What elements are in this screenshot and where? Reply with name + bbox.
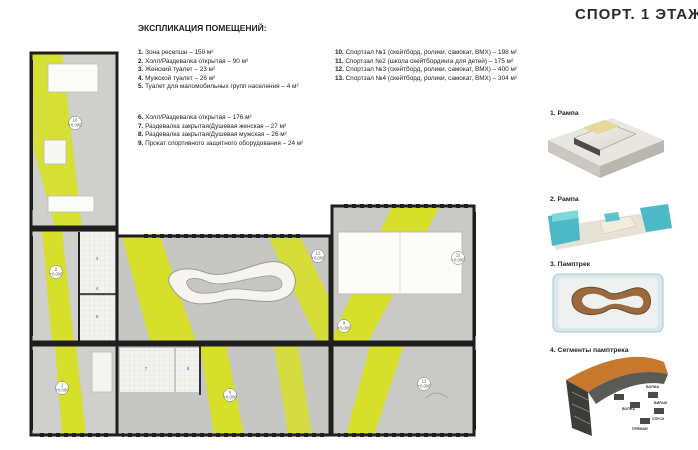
illustration-pumptrack [552, 273, 664, 333]
room-wing-southwest [29, 343, 119, 437]
room-tag-number: 5 [96, 314, 99, 319]
room-tag-number: 12 [316, 251, 321, 256]
legend-item: 1. Зона ресепшн – 150 м² [138, 49, 214, 56]
room-tags: 10 +0.000 12 +0.000 11 +0.000 13 +0.000 … [49, 116, 466, 402]
room-tag-level: +0.000 [452, 258, 466, 263]
room-tag-level: +0.000 [338, 326, 352, 331]
room-tag-number: 11 [456, 253, 461, 258]
legend-item: 7. Раздевалка закрытая/Душевая женская –… [138, 122, 287, 130]
legend-column-1b: 6. Холл/Раздевалка открытая – 176 м² 7. … [138, 114, 303, 148]
room-tag-number: 8 [187, 366, 190, 371]
segment-callout: СПУСК [652, 417, 665, 421]
room-tag-number: 13 [422, 379, 427, 384]
room-wing-south [115, 343, 332, 437]
legend-item: 8. Раздевалка закрытая/Душевая мужская –… [138, 131, 287, 139]
segment-callout: ПРЯМАЯ [632, 427, 648, 431]
room-hall-11 [330, 343, 478, 437]
legend-column-2: 10. Спортзал №1 (скейтборд, ролики, само… [335, 49, 517, 83]
room-tag-number: 9 [343, 321, 346, 326]
room-tag-number: 6 [229, 390, 232, 395]
legend-item: 3. Женский туалет – 23 м² [138, 66, 216, 74]
segment-callout: ВИРАЖ [654, 401, 668, 405]
legend-column-1: 1. Зона ресепшн – 150 м² 2. Холл/Раздева… [138, 49, 299, 92]
room-wing-west [29, 228, 119, 344]
segment-callout: ВОЛНА [622, 407, 635, 411]
room-tag-level: +0.000 [69, 123, 83, 128]
illustration-pumptrack-segments: ВОЛНА ВОЛНА ВИРАЖ СПУСК ПРЯМАЯ [566, 356, 668, 436]
room-tag-level: +0.000 [418, 384, 432, 389]
legend-item: 6. Холл/Раздевалка открытая – 176 м² [138, 114, 252, 121]
illustration-ramp-2 [548, 204, 672, 250]
legend-item: 10. Спортзал №1 (скейтборд, ролики, само… [335, 49, 518, 56]
room-wing-north [29, 51, 119, 229]
legend-item: 13. Спортзал №4 (скейтборд, ролики, само… [335, 74, 518, 82]
sheet-title: СПОРТ. 1 ЭТАЖ [575, 6, 698, 23]
room-tag-number: 7 [145, 366, 148, 371]
illustration-label-ramp-2: 2. Рампа [550, 196, 579, 203]
room-tag-number: 2 [55, 267, 58, 272]
illustration-label-pumptrack: 3. Памптрек [550, 261, 591, 268]
legend-item: 5. Туалет для маломобильных групп населе… [138, 83, 299, 91]
room-tag-level: +0.000 [224, 395, 238, 400]
legend-item: 11. Спортзал №2 (школа скейтбординга для… [335, 57, 514, 65]
room-tag-number: 3 [96, 256, 99, 261]
legend-item: 9. Прокат спортивного защитного оборудов… [138, 139, 304, 147]
room-tag-level: +0.000 [312, 256, 326, 261]
legend-item: 12. Спортзал №3 (скейтборд, ролики, само… [335, 66, 518, 74]
legend-item: 2. Холл/Раздевалка открытая – 90 м² [138, 57, 249, 65]
room-tag-level: +0.000 [56, 388, 70, 393]
legend-item: 4. Мужской туалет – 26 м² [138, 74, 216, 82]
illustration-label-segments: 4. Сегменты памптрека [550, 347, 629, 354]
room-hall-10 [330, 204, 478, 344]
room-tag-number: 4 [96, 286, 99, 291]
legend-heading: ЭКСПЛИКАЦИЯ ПОМЕЩЕНИЙ: [138, 23, 267, 33]
segment-callout: ВОЛНА [646, 385, 659, 389]
room-hall-12 [115, 234, 332, 344]
room-tag-number: 10 [73, 118, 78, 123]
room-tag-number: 1 [61, 383, 64, 388]
illustration-ramp-1 [548, 118, 664, 178]
illustration-label-ramp-1: 1. Рампа [550, 110, 579, 117]
room-tag-level: +0.000 [50, 272, 64, 277]
